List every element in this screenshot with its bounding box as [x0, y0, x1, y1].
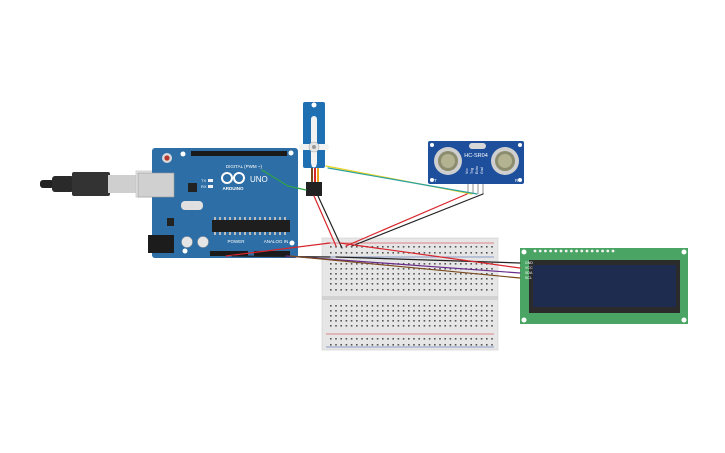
wire-sensor-gnd[interactable]	[351, 193, 484, 247]
analog-label: ANALOG IN	[264, 239, 289, 244]
wire-servo-power[interactable]	[313, 195, 337, 247]
lcd-screen	[533, 265, 676, 307]
lcd-display[interactable]: GND VCC SDA SCL	[520, 248, 688, 324]
lcd-pin-gnd: GND	[525, 261, 533, 265]
sensor-model: HC-SR04	[464, 153, 488, 159]
power-label: POWER	[227, 239, 245, 244]
sensor-pin-echo: Echo	[475, 166, 479, 174]
receiver-icon	[491, 147, 519, 175]
wire-servo-signal[interactable]	[261, 169, 307, 191]
lcd-pin-vcc: VCC	[525, 266, 533, 270]
digital-header[interactable]	[191, 151, 287, 156]
tx-label: TX	[201, 178, 206, 183]
board-model: UNO	[250, 175, 268, 184]
transmitter-icon	[434, 147, 462, 175]
sensor-pin-trig: Trig	[470, 168, 474, 174]
wire-servo-ground[interactable]	[317, 195, 343, 249]
breadboard-holes	[330, 246, 493, 346]
lcd-pin-scl: SCL	[525, 276, 532, 280]
board-brand: ARDUINO	[223, 186, 244, 191]
sensor-pin-vcc: Vcc	[465, 168, 469, 174]
servo-connector	[306, 182, 322, 196]
crystal	[181, 201, 203, 210]
breadboard[interactable]	[321, 237, 499, 351]
analog-header[interactable]	[254, 251, 290, 256]
power-jack	[148, 235, 174, 253]
sensor-pin-gnd: Gnd	[480, 167, 484, 174]
wire-lcd-gnd[interactable]	[335, 256, 521, 264]
wire-lcd-scl[interactable]	[289, 255, 521, 279]
lcd-pin-sda: SDA	[525, 271, 533, 275]
atmega-chip	[212, 220, 290, 232]
ultrasonic-sensor[interactable]: HC-SR04 T R Vcc Trig Echo Gnd	[428, 141, 524, 194]
power-header[interactable]	[210, 251, 248, 256]
digital-header-label: DIGITAL (PWM ~)	[226, 164, 263, 169]
wire-sensor-vcc[interactable]	[345, 193, 468, 247]
sensor-right-letter: R	[515, 178, 519, 183]
wires	[225, 165, 521, 279]
arduino-uno-board[interactable]: DIGITAL (PWM ~) TX RX UNO ARDUINO	[137, 148, 298, 258]
servo-horn[interactable]	[311, 116, 317, 166]
wire-sensor-echo[interactable]	[327, 167, 478, 195]
servo-motor[interactable]	[299, 102, 329, 196]
arduino-logo-icon	[221, 172, 245, 184]
wire-arduino-gnd[interactable]	[231, 255, 331, 258]
wire-lcd-vcc[interactable]	[339, 242, 521, 269]
sensor-left-letter: T	[434, 178, 437, 183]
rx-label: RX	[201, 184, 207, 189]
wire-arduino-5v[interactable]	[225, 242, 331, 257]
usb-port	[137, 172, 175, 198]
